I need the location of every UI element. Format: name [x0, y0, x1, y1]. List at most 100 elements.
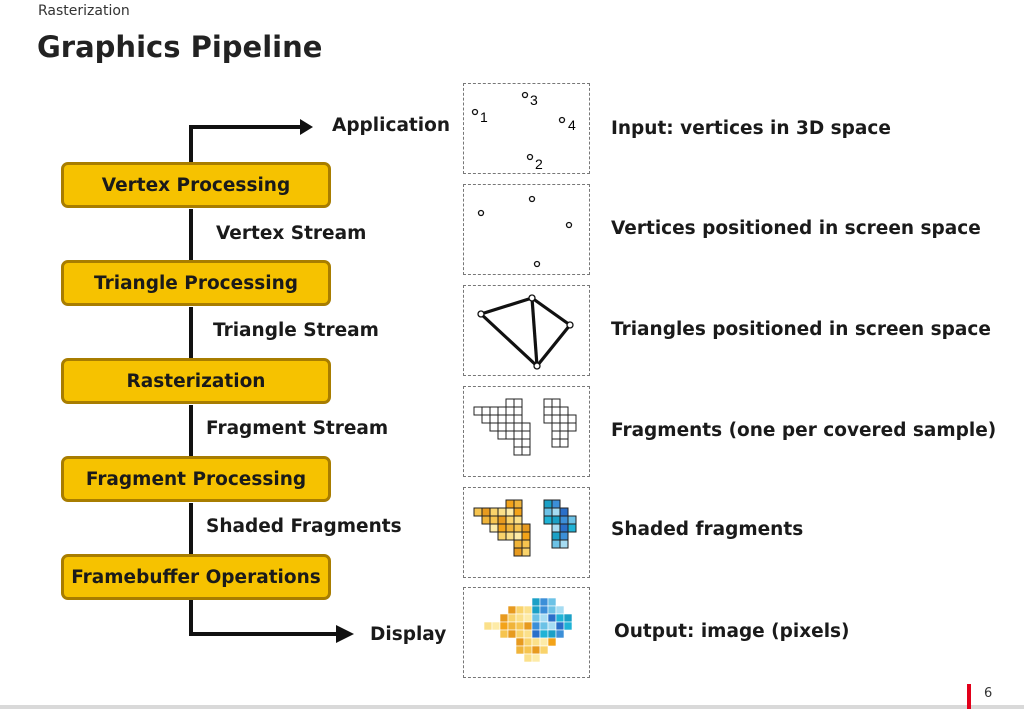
vertex-point	[565, 221, 573, 229]
vertex-point	[471, 108, 479, 116]
output-pixel	[547, 637, 557, 647]
triangle-shared-edge	[530, 297, 539, 367]
triangle-edges	[479, 296, 572, 368]
fragment-cell	[513, 523, 523, 533]
fragment-cell	[489, 414, 499, 424]
output-pixel	[507, 613, 517, 623]
fragment-cell	[481, 515, 491, 525]
fragment-cell	[497, 422, 507, 432]
output-pixel	[531, 645, 541, 655]
stream-label-shaded: Shaded Fragments	[206, 516, 402, 537]
fragment-cell	[497, 414, 507, 424]
output-pixel	[547, 621, 557, 631]
output-pixel	[531, 605, 541, 615]
fragment-cell	[505, 406, 515, 416]
description-output-image: Output: image (pixels)	[614, 621, 850, 642]
output-pixel	[563, 621, 573, 631]
fragment-cell	[513, 539, 523, 549]
vertex-number: 2	[535, 156, 543, 172]
fragment-cell	[489, 406, 499, 416]
output-pixel	[507, 629, 517, 639]
fragment-cell	[551, 422, 561, 432]
fragment-cell	[521, 438, 531, 448]
fragment-cell	[567, 515, 577, 525]
output-pixel	[507, 605, 517, 615]
fragment-cell	[505, 430, 515, 440]
output-pixel	[523, 637, 533, 647]
fragment-cell	[513, 398, 523, 408]
fragment-cell	[521, 531, 531, 541]
fragment-cell	[551, 539, 561, 549]
output-pixel	[491, 621, 501, 631]
description-fragments: Fragments (one per covered sample)	[611, 420, 997, 441]
output-pixel	[515, 629, 525, 639]
vertex-number: 4	[568, 117, 576, 133]
output-pixel	[547, 629, 557, 639]
stage-triangle-processing: Triangle Processing	[61, 260, 331, 306]
output-pixel	[515, 605, 525, 615]
output-pixel	[539, 645, 549, 655]
fragment-cell	[521, 422, 531, 432]
fragment-cell	[551, 406, 561, 416]
fragment-cell	[473, 507, 483, 517]
fragment-cell	[513, 507, 523, 517]
output-pixel	[547, 605, 557, 615]
output-pixel	[515, 613, 525, 623]
fragment-cell	[543, 515, 553, 525]
output-pixel	[531, 613, 541, 623]
fragment-cell	[551, 430, 561, 440]
fragment-cell	[505, 523, 515, 533]
fragment-cell	[543, 398, 553, 408]
fragment-cell	[559, 507, 569, 517]
fragment-cell	[559, 523, 569, 533]
fragment-cell	[513, 515, 523, 525]
fragment-cell	[543, 507, 553, 517]
description-shaded-fragments: Shaded fragments	[611, 519, 804, 540]
vertex-point	[533, 260, 541, 268]
fragment-cell	[521, 547, 531, 557]
fragment-cell	[497, 507, 507, 517]
fragment-cell	[473, 406, 483, 416]
fragment-cell	[497, 515, 507, 525]
fragment-cell	[505, 531, 515, 541]
output-pixel	[499, 613, 509, 623]
fragment-cell	[505, 499, 515, 509]
output-pixel	[531, 621, 541, 631]
vertex-point	[526, 153, 534, 161]
vertex-point	[477, 209, 485, 217]
fragment-cell	[497, 430, 507, 440]
stage-framebuffer-operations: Framebuffer Operations	[61, 554, 331, 600]
output-pixel	[539, 605, 549, 615]
fragment-cell	[567, 523, 577, 533]
fragment-cell	[551, 531, 561, 541]
fragment-cell	[513, 446, 523, 456]
vertex-point	[521, 91, 529, 99]
stream-label-fragment: Fragment Stream	[206, 418, 389, 439]
output-pixel	[523, 629, 533, 639]
output-pixel	[539, 613, 549, 623]
fragment-cell	[513, 531, 523, 541]
fragment-cell	[481, 406, 491, 416]
output-pixel	[539, 621, 549, 631]
fragment-cell	[551, 515, 561, 525]
panel-output-image	[463, 587, 590, 678]
fragment-cell	[551, 499, 561, 509]
fragment-cell	[489, 507, 499, 517]
fragment-cell	[559, 430, 569, 440]
stage-fragment-processing: Fragment Processing	[61, 456, 331, 502]
output-pixel	[523, 605, 533, 615]
page-marker	[967, 684, 971, 709]
fragment-cell	[513, 547, 523, 557]
output-pixel	[531, 637, 541, 647]
fragment-cell	[505, 398, 515, 408]
fragment-cell	[559, 515, 569, 525]
output-pixel	[539, 637, 549, 647]
fragment-cell	[513, 430, 523, 440]
fragment-cell	[559, 438, 569, 448]
output-pixel	[555, 629, 565, 639]
input-label: Application	[332, 115, 451, 136]
fragment-cell	[543, 414, 553, 424]
output-pixel	[555, 605, 565, 615]
panel-input-vertices: 1 2 3 4	[463, 83, 590, 174]
